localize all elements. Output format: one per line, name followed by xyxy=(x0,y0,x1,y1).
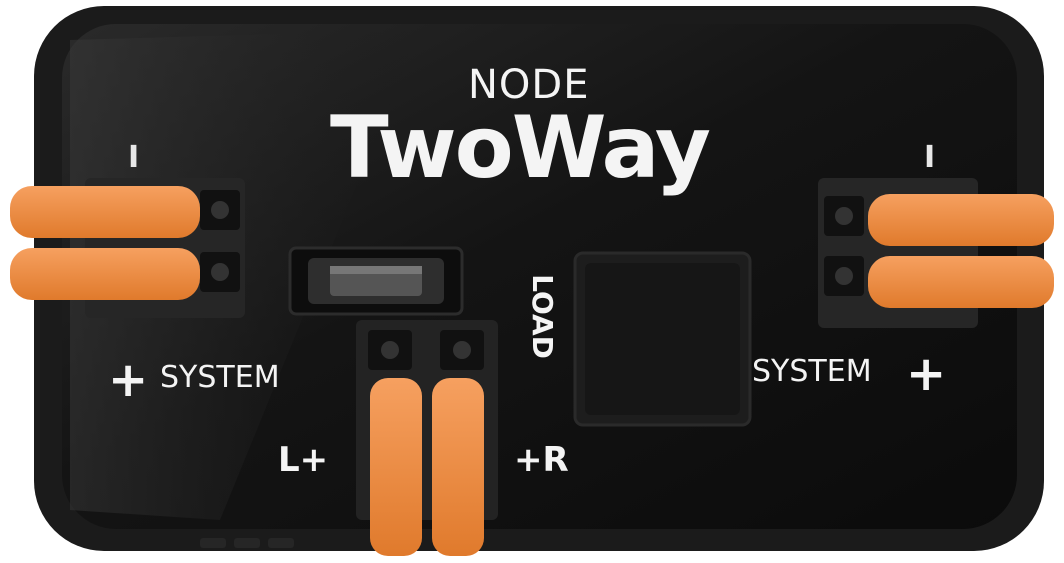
fuse-holder xyxy=(288,246,464,316)
load-terminal-block xyxy=(356,320,498,556)
right-system-label: SYSTEM xyxy=(752,354,872,389)
left-channel-label: L+ xyxy=(278,440,329,480)
left-lever-bottom xyxy=(10,248,200,300)
left-system-label: SYSTEM xyxy=(160,360,280,395)
right-lever-top xyxy=(868,194,1054,246)
right-plus-mark: + xyxy=(906,346,947,402)
left-minus-mark: I xyxy=(128,140,140,175)
left-terminal-block xyxy=(10,178,245,318)
right-lever-bottom xyxy=(868,256,1054,308)
product-name: TwoWay xyxy=(330,98,711,198)
load-lever-left xyxy=(370,378,422,556)
left-plus-mark: + xyxy=(108,352,149,408)
right-channel-label: +R xyxy=(514,440,569,480)
load-label: LOAD xyxy=(525,274,559,359)
left-lever-top xyxy=(10,186,200,238)
bottom-grip xyxy=(200,538,294,548)
right-minus-mark: I xyxy=(924,140,936,175)
load-lever-right xyxy=(432,378,484,556)
series-label: NODE xyxy=(468,62,590,108)
right-terminal-block xyxy=(818,178,1054,328)
